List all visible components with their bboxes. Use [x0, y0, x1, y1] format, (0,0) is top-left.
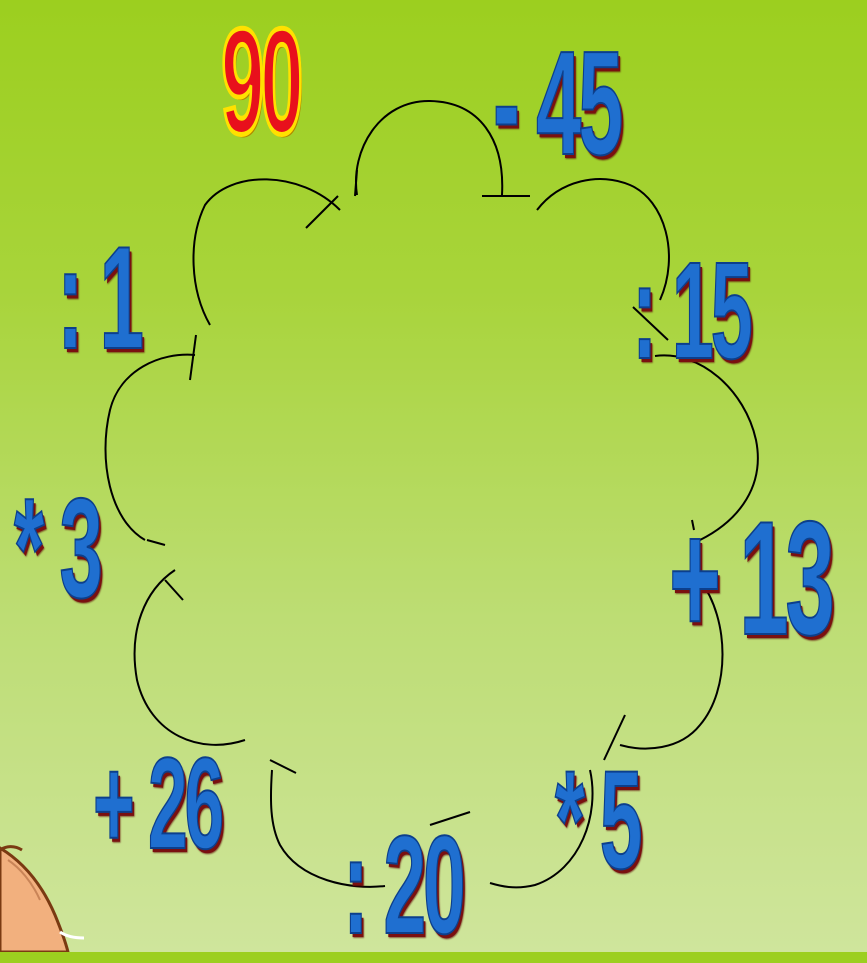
op-plus-13: + 13 — [669, 498, 832, 660]
op-mul-5: * 5 — [555, 750, 639, 890]
op-minus-45: - 45 — [493, 30, 620, 178]
op-div-1: : 1 — [57, 225, 141, 371]
arc-top-left — [194, 179, 340, 325]
arc-left-upper — [105, 355, 195, 540]
arc-left-lower — [135, 570, 245, 745]
op-plus-26: + 26 — [93, 738, 221, 868]
op-div-15: : 15 — [632, 242, 750, 380]
arc-top — [356, 101, 502, 195]
op-div-20: : 20 — [343, 815, 462, 955]
cartoon-figure-fragment — [0, 820, 90, 952]
op-mul-3: * 3 — [14, 478, 100, 620]
start-number: 90 — [221, 6, 299, 156]
